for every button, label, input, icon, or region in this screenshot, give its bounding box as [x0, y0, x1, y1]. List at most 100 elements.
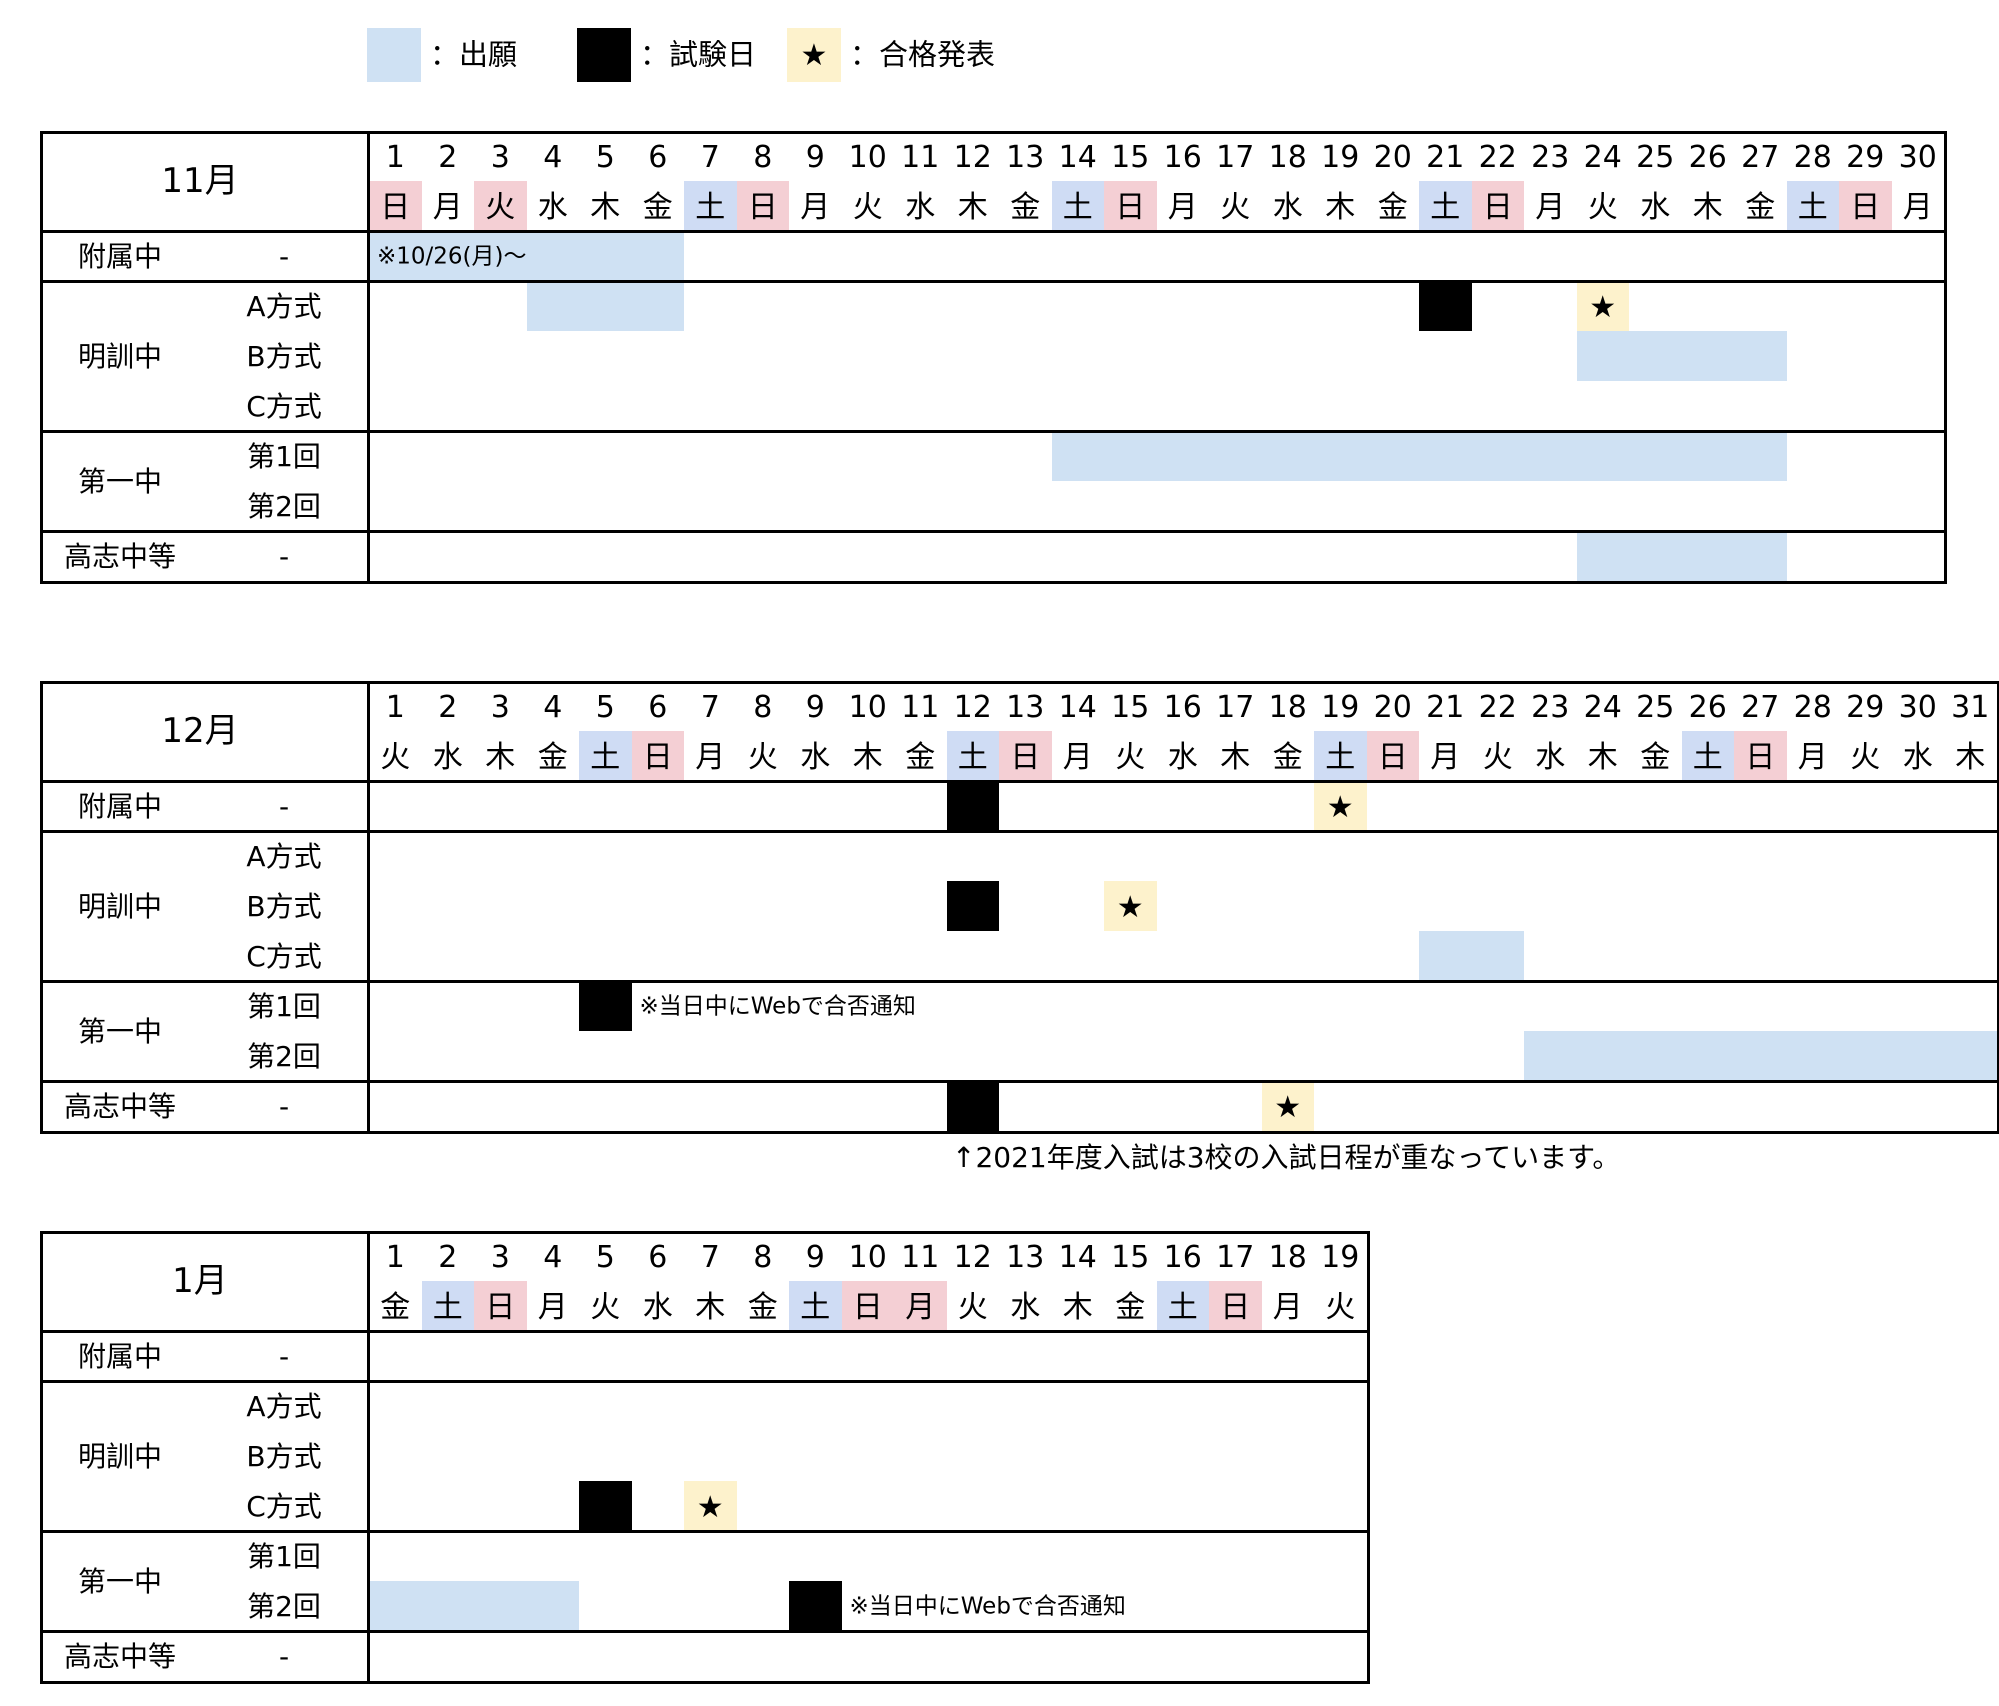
- school-name: 附属中: [77, 790, 163, 823]
- weekday-label: 水: [1010, 1290, 1041, 1325]
- day-number: 21: [1426, 140, 1465, 175]
- day-number: 18: [1268, 690, 1307, 725]
- sub-label: -: [278, 1640, 290, 1673]
- day-number: 10: [848, 140, 887, 175]
- day-number: 7: [700, 690, 720, 725]
- day-number: 2: [438, 1240, 458, 1275]
- day-number: 8: [753, 1240, 773, 1275]
- day-number: 6: [648, 1240, 668, 1275]
- band-divider: [40, 1080, 1999, 1083]
- day-number: 6: [648, 140, 668, 175]
- weekday-shade-saturday: [789, 1281, 842, 1331]
- legend-swatch-announcement: [787, 28, 841, 82]
- day-number: 3: [490, 690, 510, 725]
- day-number: 4: [543, 140, 563, 175]
- weekday-label: 月: [1062, 740, 1093, 775]
- weekday-label: 火: [1482, 740, 1513, 775]
- month-title: 12月: [161, 711, 239, 751]
- day-number: 23: [1531, 690, 1570, 725]
- legend-swatch-application: [367, 28, 421, 82]
- weekday-label: 火: [957, 1290, 988, 1325]
- weekday-label: 金: [1115, 1290, 1146, 1325]
- weekday-label: 木: [1692, 190, 1723, 225]
- event-announcement: [1261, 1081, 1314, 1131]
- weekday-shade-saturday: [421, 1281, 474, 1331]
- weekday-shade-sunday: [1209, 1281, 1262, 1331]
- weekday-shade-saturday: [684, 181, 737, 231]
- sub-label: 第2回: [247, 490, 321, 523]
- band-divider: [40, 530, 1946, 533]
- event-exam: [579, 981, 632, 1031]
- school-name: 高志中等: [63, 1090, 177, 1123]
- event-exam: [946, 881, 999, 931]
- weekday-label: 日: [1010, 740, 1041, 775]
- day-number: 12: [953, 140, 992, 175]
- day-number: 19: [1321, 1240, 1360, 1275]
- band-divider: [40, 1380, 1369, 1383]
- day-number: 15: [1111, 690, 1150, 725]
- school-name: 第一中: [77, 1015, 163, 1048]
- day-number: 17: [1216, 140, 1255, 175]
- sub-label: 第1回: [247, 1540, 321, 1573]
- day-number: 8: [753, 690, 773, 725]
- school-name: 附属中: [77, 1340, 163, 1373]
- weekday-label: 火: [380, 740, 411, 775]
- weekday-shade-sunday: [999, 731, 1052, 781]
- header-divider: [40, 230, 1946, 233]
- band-divider: [40, 1530, 1369, 1533]
- weekday-label: 水: [1272, 190, 1303, 225]
- weekday-label: 月: [1535, 190, 1566, 225]
- school-name: 高志中等: [63, 1640, 177, 1673]
- weekday-label: 金: [1377, 190, 1408, 225]
- band-divider: [40, 280, 1946, 283]
- weekday-label: 日: [1220, 1290, 1251, 1325]
- weekday-label: 水: [537, 190, 568, 225]
- schedule-note: ※10/26(月)〜: [377, 243, 527, 270]
- weekday-label: 木: [590, 190, 621, 225]
- day-number: 16: [1163, 690, 1202, 725]
- weekday-label: 日: [747, 190, 778, 225]
- sub-label: A方式: [246, 1390, 322, 1423]
- weekday-shade-sunday: [1839, 181, 1892, 231]
- weekday-label: 日: [1482, 190, 1513, 225]
- weekday-label: 月: [695, 740, 726, 775]
- day-number: 25: [1636, 140, 1675, 175]
- day-number: 1: [385, 1240, 405, 1275]
- weekday-label: 金: [642, 190, 673, 225]
- school-name: 高志中等: [63, 540, 177, 573]
- band-divider: [40, 430, 1946, 433]
- weekday-label: 月: [1167, 190, 1198, 225]
- weekday-label: 日: [1850, 190, 1881, 225]
- calendar-0-frame: [40, 131, 1947, 584]
- day-number: 3: [490, 1240, 510, 1275]
- weekday-label: 木: [957, 190, 988, 225]
- weekday-label: 木: [852, 740, 883, 775]
- day-number: 5: [595, 1240, 615, 1275]
- weekday-label: 木: [485, 740, 516, 775]
- day-number: 29: [1846, 140, 1885, 175]
- day-number: 11: [901, 690, 940, 725]
- weekday-label: 金: [380, 1290, 411, 1325]
- weekday-label: 木: [695, 1290, 726, 1325]
- weekday-label: 木: [1325, 190, 1356, 225]
- schedule-note: ※当日中にWebで合否通知: [639, 993, 916, 1020]
- weekday-label: 日: [642, 740, 673, 775]
- weekday-label: 火: [1325, 1290, 1356, 1325]
- weekday-label: 月: [537, 1290, 568, 1325]
- weekday-label: 火: [1115, 740, 1146, 775]
- event-application: [369, 231, 684, 281]
- day-number: 15: [1111, 1240, 1150, 1275]
- weekday-label: 土: [1692, 740, 1723, 775]
- legend-star-icon: ★: [800, 38, 828, 73]
- weekday-label: 月: [432, 190, 463, 225]
- school-name: 明訓中: [77, 1440, 163, 1473]
- weekday-label: 土: [590, 740, 621, 775]
- day-number: 11: [901, 140, 940, 175]
- weekday-label: 月: [1797, 740, 1828, 775]
- day-number: 15: [1111, 140, 1150, 175]
- sub-label: -: [278, 1340, 290, 1373]
- sub-label: 第1回: [247, 990, 321, 1023]
- day-number: 6: [648, 690, 668, 725]
- weekday-label: 火: [1587, 190, 1618, 225]
